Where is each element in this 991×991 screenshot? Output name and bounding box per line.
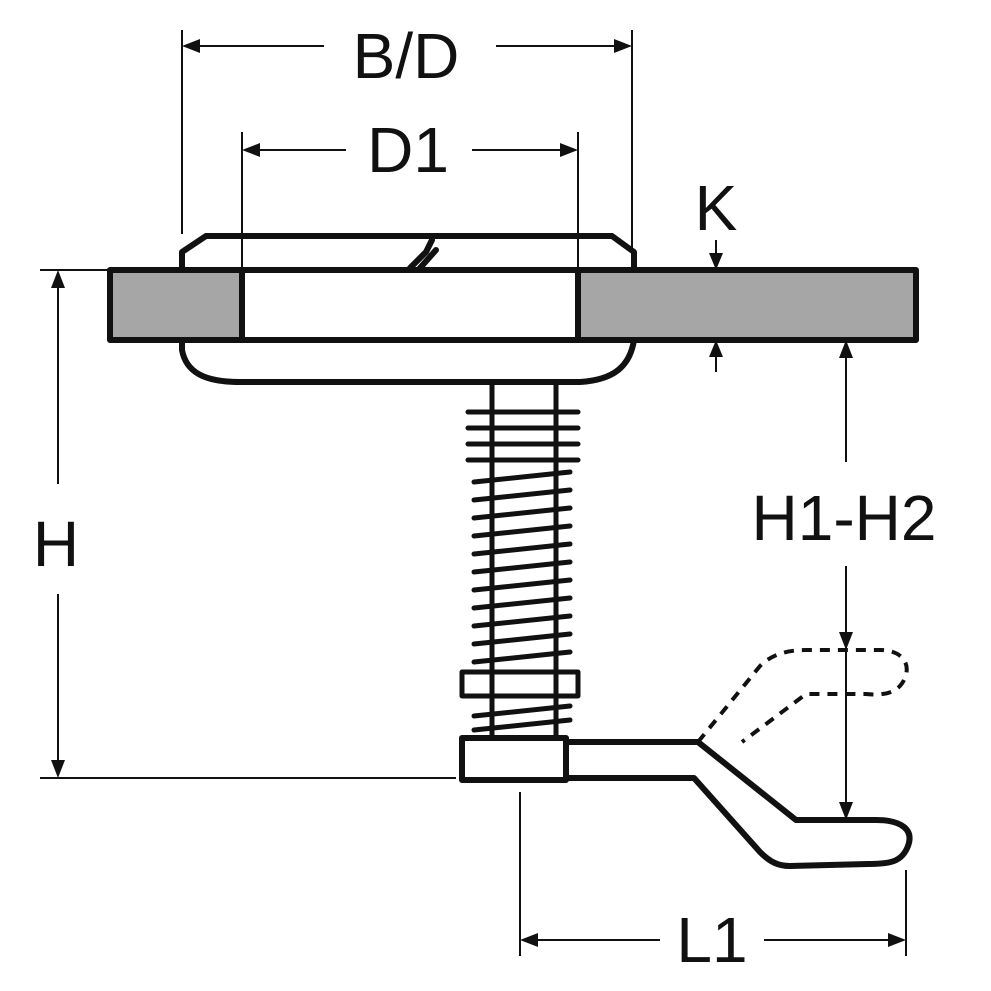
latch-head — [179, 233, 637, 271]
upper-washers — [465, 409, 581, 463]
panel-outline — [107, 267, 919, 343]
panel-right-section — [578, 270, 916, 340]
lever-arm — [563, 739, 913, 869]
latch-housing — [179, 337, 637, 385]
latch-shaft — [459, 381, 581, 739]
head-outline — [179, 233, 637, 271]
label-bd: B/D — [353, 20, 460, 92]
dimension-k: K — [695, 172, 738, 372]
latch-lever — [459, 735, 913, 869]
dimension-h1-h2: H1-H2 — [752, 339, 937, 820]
panel-left-section — [110, 270, 242, 340]
panel — [107, 267, 919, 343]
dimension-d1: D1 — [241, 114, 579, 268]
spring — [471, 469, 573, 733]
label-l1: L1 — [676, 904, 747, 976]
dimension-l1: L1 — [519, 792, 907, 976]
label-h1-h2: H1-H2 — [752, 482, 937, 554]
head-slot — [407, 237, 439, 271]
lever-raised-position — [696, 648, 909, 744]
label-d1: D1 — [367, 114, 449, 186]
housing-outline — [179, 337, 637, 385]
dimension-h: H — [33, 269, 456, 779]
dimension-bd: B/D — [181, 20, 633, 248]
cam-block — [459, 735, 569, 783]
lever-dashed-outline — [696, 648, 909, 744]
lower-washer — [459, 669, 581, 699]
label-h: H — [33, 508, 79, 580]
label-k: K — [695, 172, 738, 244]
